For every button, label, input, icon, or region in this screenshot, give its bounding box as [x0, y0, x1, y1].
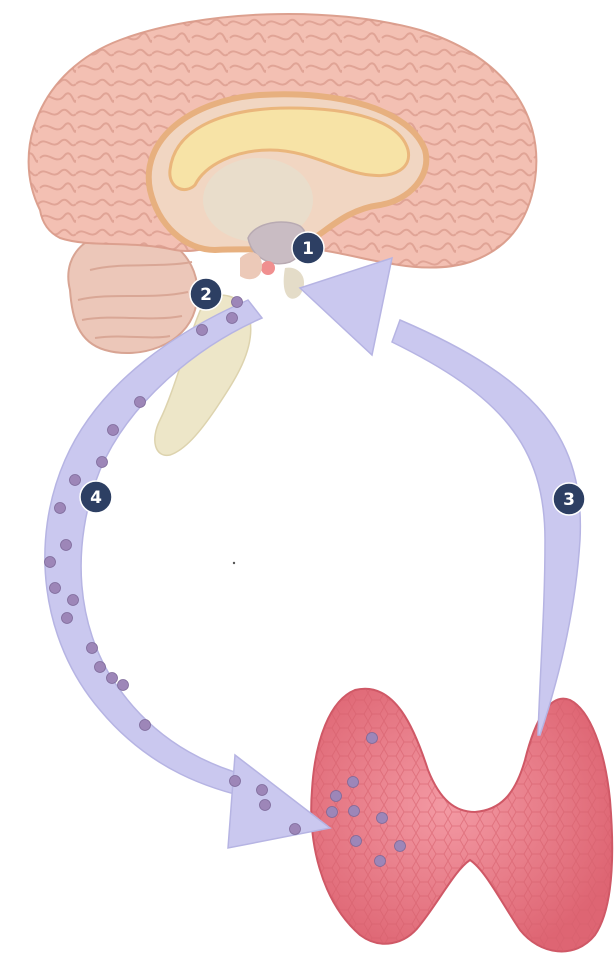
hormone-particle	[135, 397, 146, 408]
hormone-particle	[118, 680, 129, 691]
marker-4-label: 4	[90, 488, 102, 508]
hormone-particle	[97, 457, 108, 468]
hormone-particle	[140, 720, 151, 731]
hormone-particle	[61, 540, 72, 551]
marker-2-label: 2	[200, 285, 212, 305]
hormone-particle	[348, 777, 359, 788]
hormone-particle	[349, 806, 360, 817]
hormone-particle	[87, 643, 98, 654]
marker-2: 2	[190, 278, 222, 310]
hormone-particle	[395, 841, 406, 852]
hormone-particle	[55, 503, 66, 514]
center-dot	[233, 562, 235, 564]
hormone-particle	[230, 776, 241, 787]
marker-1-label: 1	[302, 239, 314, 259]
marker-1: 1	[292, 232, 324, 264]
hormone-particle	[50, 583, 61, 594]
hormone-particle	[197, 325, 208, 336]
feedback-arrow-right	[300, 258, 580, 735]
hormone-particle	[377, 813, 388, 824]
hormone-particle	[227, 313, 238, 324]
pons	[240, 252, 262, 279]
hormone-particle	[257, 785, 268, 796]
hormone-particle	[260, 800, 271, 811]
pituitary-gland	[261, 261, 275, 275]
brain-illustration	[29, 14, 537, 455]
hormone-particle	[351, 836, 362, 847]
thyroid-gland-illustration	[311, 689, 612, 952]
hormone-particle	[108, 425, 119, 436]
arrow-head-right	[300, 258, 392, 355]
marker-3: 3	[553, 483, 585, 515]
hormone-particle	[70, 475, 81, 486]
hormone-particle	[232, 297, 243, 308]
hormone-particle	[331, 791, 342, 802]
marker-4: 4	[80, 481, 112, 513]
hormone-particle	[95, 662, 106, 673]
hormone-particle	[375, 856, 386, 867]
hormone-particle	[327, 807, 338, 818]
hormone-particle	[107, 673, 118, 684]
arrow-shaft-right	[392, 320, 580, 735]
hormone-particle	[45, 557, 56, 568]
hormone-particle	[62, 613, 73, 624]
hormone-particle	[367, 733, 378, 744]
marker-3-label: 3	[563, 490, 575, 510]
hormone-particle	[68, 595, 79, 606]
hormone-particle	[290, 824, 301, 835]
